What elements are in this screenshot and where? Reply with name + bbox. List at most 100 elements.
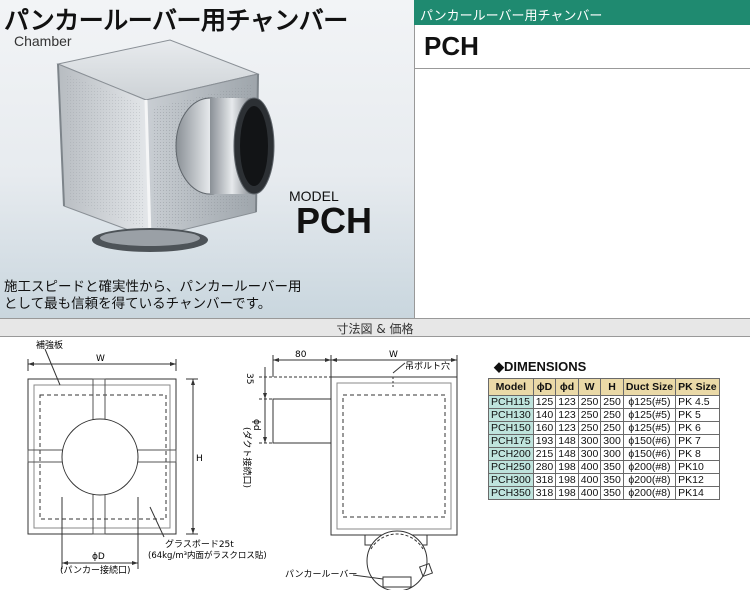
table-cell: PCH115 <box>488 395 534 409</box>
model-name: PCH <box>296 200 373 241</box>
label-side-w: W <box>389 350 398 360</box>
label-punka-louver: パンカールーバー <box>285 569 357 580</box>
product-tagline: 施工スピードと確実性から、パンカールーバー用 として最も信頼を得ているチャンバー… <box>4 279 302 312</box>
table-cell: PCH350 <box>488 486 534 500</box>
divider-vertical <box>414 0 415 318</box>
table-cell: PK 4.5 <box>675 395 720 409</box>
table-cell: PCH300 <box>488 473 534 487</box>
table-cell: 280 <box>532 460 557 474</box>
table-cell: 125 <box>532 395 557 409</box>
table-cell: ϕ125(#5) <box>622 408 677 422</box>
category-bar <box>414 0 750 25</box>
hero-panel: パンカールーバー用チャンバー Chamber MODEL PCH 施工スピードと… <box>0 0 414 318</box>
table-cell: 250 <box>577 408 602 422</box>
label-phi-d: ϕd <box>251 419 261 431</box>
table-cell: 160 <box>532 421 557 435</box>
model-label: MODEL <box>289 188 339 204</box>
table-cell: ϕ200(#8) <box>622 460 677 474</box>
label-front-h: H <box>196 454 203 464</box>
table-cell: 300 <box>600 434 624 448</box>
table-cell: 400 <box>577 486 602 500</box>
table-cell: 250 <box>600 408 624 422</box>
page-subtitle: Chamber <box>14 33 72 49</box>
header-h: H <box>600 378 624 396</box>
table-cell: PCH175 <box>488 434 534 448</box>
table-cell: 148 <box>555 447 579 461</box>
table-cell: 300 <box>577 434 602 448</box>
section-bar <box>0 318 750 337</box>
table-cell: ϕ125(#5) <box>622 395 677 409</box>
table-cell: 400 <box>577 473 602 487</box>
dimensions-table: Model ϕD ϕd W H Duct Size PK Size PCH115… <box>488 378 720 500</box>
table-cell: PK 6 <box>675 421 720 435</box>
table-header-row: Model ϕD ϕd W H Duct Size PK Size <box>488 378 720 396</box>
label-bolt-hole: 吊ボルト穴 <box>405 360 450 372</box>
table-cell: ϕ150(#6) <box>622 434 677 448</box>
table-cell: PCH250 <box>488 460 534 474</box>
table-cell: 350 <box>600 486 624 500</box>
label-glass-board: グラスボード25t <box>165 538 234 550</box>
table-cell: PK 8 <box>675 447 720 461</box>
table-cell: 123 <box>555 421 579 435</box>
table-cell: 350 <box>600 460 624 474</box>
side-view-drawing: 80 W 35 吊ボルト穴 ϕd (ダクト接続口) パンカールーバー <box>241 350 458 590</box>
table-cell: PK 5 <box>675 408 720 422</box>
table-cell: 148 <box>555 434 579 448</box>
table-cell: 300 <box>577 447 602 461</box>
table-cell: 198 <box>555 486 579 500</box>
table-cell: 350 <box>600 473 624 487</box>
table-cell: 318 <box>532 486 557 500</box>
table-cell: 193 <box>532 434 557 448</box>
table-cell: 198 <box>555 473 579 487</box>
label-front-w: W <box>96 354 105 364</box>
label-glass-board-spec: (64kg/m³内面がラスクロス貼) <box>148 550 267 561</box>
section-title: 寸法図 & 価格 <box>336 322 414 336</box>
header-pk-size: PK Size <box>675 378 720 396</box>
table-cell: ϕ150(#6) <box>622 447 677 461</box>
header-w: W <box>577 378 602 396</box>
label-80: 80 <box>295 350 307 360</box>
table-cell: 300 <box>600 447 624 461</box>
table-cell: 250 <box>600 421 624 435</box>
header-model: Model <box>488 378 534 396</box>
table-cell: PK10 <box>675 460 720 474</box>
table-cell: 198 <box>555 460 579 474</box>
table-cell: PCH200 <box>488 447 534 461</box>
table-cell: 250 <box>577 395 602 409</box>
table-cell: PCH130 <box>488 408 534 422</box>
table-cell: PK 7 <box>675 434 720 448</box>
table-cell: 123 <box>555 395 579 409</box>
header-duct-size: Duct Size <box>622 378 677 396</box>
right-model-name: PCH <box>424 31 479 61</box>
table-cell: ϕ125(#5) <box>622 421 677 435</box>
table-cell: 250 <box>577 421 602 435</box>
table-cell: ϕ200(#8) <box>622 486 677 500</box>
table-cell: 123 <box>555 408 579 422</box>
page-title: パンカールーバー用チャンバー <box>4 6 348 35</box>
table-cell: 250 <box>600 395 624 409</box>
dimensions-title: ◆DIMENSIONS <box>494 359 587 374</box>
front-view-drawing: 補強板 W H グラスボード25t (64kg/m³内面がラスクロス貼) ϕD … <box>27 339 267 576</box>
label-duct-port: (ダクト接続口) <box>241 427 253 488</box>
table-cell: PCH150 <box>488 421 534 435</box>
label-reinforce-plate: 補強板 <box>36 339 63 351</box>
label-punka-port: (パンカー接続口) <box>60 564 130 576</box>
table-cell: 318 <box>532 473 557 487</box>
label-35: 35 <box>244 373 254 384</box>
header-phi-d: ϕd <box>555 378 579 396</box>
header-phi-D: ϕD <box>532 378 557 396</box>
table-cell: PK14 <box>675 486 720 500</box>
chamber-product-photo <box>56 39 275 252</box>
table-cell: 140 <box>532 408 557 422</box>
category-title: パンカールーバー用チャンバー <box>420 9 603 24</box>
table-cell: ϕ200(#8) <box>622 473 677 487</box>
table-cell: PK12 <box>675 473 720 487</box>
